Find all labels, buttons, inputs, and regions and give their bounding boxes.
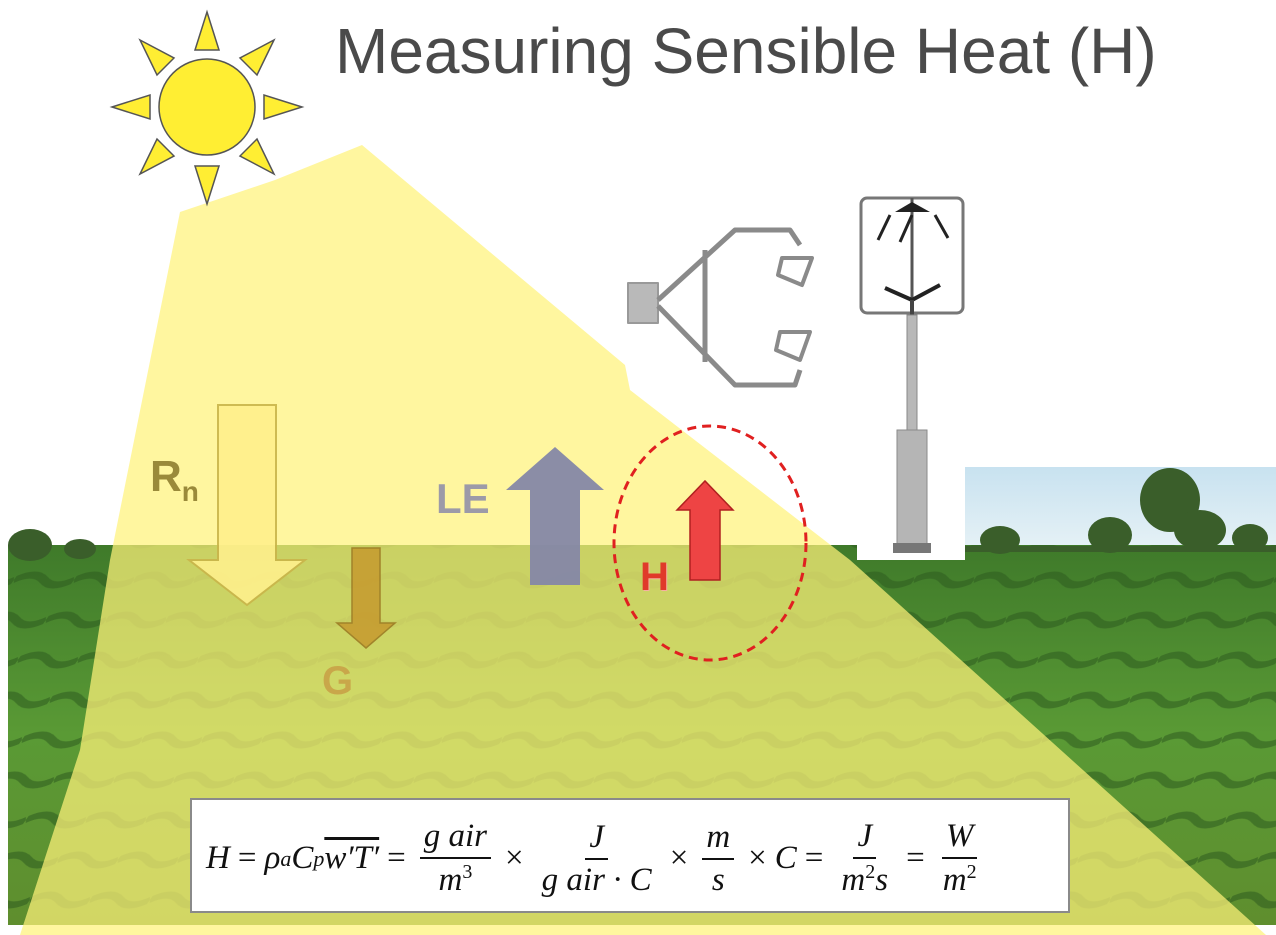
eq-times-1: × — [505, 840, 524, 876]
eq-equals-1: = — [237, 840, 257, 876]
eq-rho: ρ — [264, 840, 281, 876]
rn-label-subscript: n — [181, 476, 199, 507]
h-highlight-ellipse — [612, 424, 808, 662]
gas-analyzer-instrument — [627, 227, 814, 388]
g-label: G — [322, 659, 354, 703]
eq-fraction-2: J g air · C — [538, 819, 656, 899]
eq-fraction-4-numerator: J — [853, 818, 877, 859]
sonic-anemometer-instrument — [857, 195, 965, 560]
sun-icon — [109, 9, 305, 207]
eq-cp-subscript: p — [313, 845, 325, 871]
eq-c-term: C — [774, 840, 797, 876]
g-arrow — [334, 547, 398, 649]
sunlight-beam — [20, 145, 1266, 935]
le-label: LE — [436, 475, 490, 522]
eq-fraction-5-numerator: W — [941, 818, 978, 859]
eq-covariance: w′T′ — [324, 840, 380, 876]
eq-fraction-5: W m2 — [939, 818, 981, 899]
eq-fraction-3: m s — [702, 819, 735, 899]
eq-fraction-4: J m2s — [837, 818, 892, 899]
eq-fraction-2-numerator: J — [585, 819, 608, 860]
eq-fraction-1: g air m3 — [419, 818, 492, 899]
eq-lhs: H — [206, 840, 230, 876]
eq-fraction-2-denominator: g air · C — [541, 861, 652, 898]
eq-fraction-1-denominator: m3 — [434, 859, 476, 899]
eq-fraction-3-numerator: m — [702, 819, 735, 860]
tree-line — [8, 468, 1276, 561]
rn-arrow — [186, 404, 308, 607]
h-label: H — [640, 555, 669, 599]
eq-f1-den-exp: 3 — [462, 861, 473, 883]
rn-label: Rn — [150, 452, 199, 508]
eq-f4-den-s: s — [875, 862, 889, 898]
eq-f5-den-exp: 2 — [966, 861, 977, 883]
h-arrow — [675, 479, 735, 581]
eq-equals-3: = — [804, 840, 824, 876]
eq-times-3: × — [748, 840, 767, 876]
eq-rho-subscript: a — [280, 845, 292, 871]
page-title: Measuring Sensible Heat (H) — [335, 15, 1157, 87]
eq-fraction-1-numerator: g air — [419, 818, 492, 859]
eq-f1-den-base: m — [438, 862, 463, 898]
eq-equals-2: = — [387, 840, 406, 876]
eq-times-2: × — [669, 840, 689, 876]
rn-label-main: R — [150, 452, 182, 501]
eq-fraction-3-denominator: s — [711, 861, 725, 898]
eq-f5-den-base: m — [942, 862, 967, 898]
eq-fraction-4-denominator: m2s — [837, 859, 892, 899]
eq-equals-4: = — [906, 840, 925, 876]
eq-f4-den-base: m — [841, 862, 866, 898]
eq-f4-den-exp: 2 — [865, 861, 876, 883]
le-arrow — [506, 447, 604, 585]
eq-fraction-5-denominator: m2 — [939, 859, 981, 899]
eq-cp: C — [291, 840, 314, 876]
